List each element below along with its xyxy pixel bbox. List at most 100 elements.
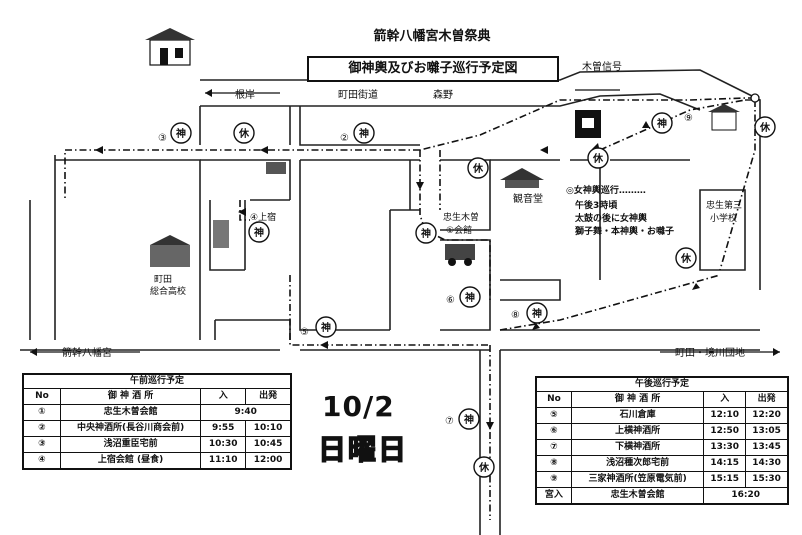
row-no: ① <box>24 405 61 420</box>
row-time: 9:40 <box>234 407 257 417</box>
row-in: 14:15 <box>704 456 747 471</box>
header-no: No <box>24 389 61 404</box>
row-place: 忠生木曽会館 <box>572 488 705 503</box>
stop-8-label: ⑧ <box>511 310 520 321</box>
row-out: 12:20 <box>752 410 781 420</box>
kannondo-icon <box>500 168 544 188</box>
row-in: 12:10 <box>704 408 747 423</box>
row-no: ⑦ <box>537 440 572 455</box>
row-no: ⑧ <box>537 456 572 471</box>
kami-marker-2: 神 <box>353 122 375 144</box>
row-no: 宮入 <box>537 488 572 503</box>
header-no: No <box>537 392 572 407</box>
morino-label: 森野 <box>433 88 453 101</box>
rest-marker-3: 休 <box>587 147 609 169</box>
svg-text:神: 神 <box>321 321 331 334</box>
afternoon-caption: 午後巡行予定 <box>537 378 787 392</box>
stop-2-label: ② <box>340 133 349 144</box>
row-out: 13:05 <box>752 426 781 436</box>
svg-text:休: 休 <box>472 162 484 175</box>
note-heading: ◎女神輿巡行……… <box>566 184 646 196</box>
row-place: 上横神酒所 <box>572 424 705 439</box>
row-out: 10:10 <box>253 423 283 433</box>
stop-6-label: ⑥ <box>446 295 455 306</box>
header-in: 入 <box>201 389 247 404</box>
morning-caption: 午前巡行予定 <box>24 375 290 389</box>
row-place: 下横神酒所 <box>572 440 705 455</box>
header-place: 御 神 酒 所 <box>572 392 705 407</box>
kami-marker-5: 神 <box>315 316 337 338</box>
uwajuku-label: ④上宿 <box>250 211 276 223</box>
svg-text:休: 休 <box>680 252 692 265</box>
yahata-label: 箭幹八幡宮 <box>62 346 112 359</box>
rest-marker-6: 休 <box>473 456 495 478</box>
svg-text:休: 休 <box>592 152 604 165</box>
row-out: 10:45 <box>253 439 283 449</box>
rest-marker-2: 休 <box>467 157 489 179</box>
date-weekday: 日曜日 <box>317 432 409 467</box>
stop-3-label: ③ <box>158 133 167 144</box>
row-out: 12:00 <box>253 455 283 465</box>
kiso-signal-label: 木曽信号 <box>582 60 622 73</box>
stop-9-label: ⑨ <box>684 113 693 124</box>
row-out: 13:45 <box>752 442 781 452</box>
svg-text:神: 神 <box>421 227 431 240</box>
rest-marker-4: 休 <box>754 116 776 138</box>
row-in: 11:10 <box>201 453 247 468</box>
festival-float-icon <box>445 244 475 266</box>
row-place: 忠生木曽会館 <box>61 405 202 420</box>
kami-marker-4: 神 <box>248 221 270 243</box>
kami-marker-7: 神 <box>458 408 480 430</box>
small-shrine-icon <box>266 162 286 174</box>
school-label-2: 小学校 <box>710 212 737 224</box>
svg-text:神: 神 <box>465 291 475 304</box>
stop-5-label: ⑤ <box>300 327 309 338</box>
title-line-1: 箭幹八幡宮木曽祭典 <box>373 29 491 44</box>
date-day: 10/2 <box>322 390 395 423</box>
title-line-2: 御神輿及びお囃子巡行予定図 <box>307 56 559 82</box>
kannondo-label: 観音堂 <box>513 192 543 205</box>
note-line-1: 午後3時頃 <box>575 199 618 211</box>
machida-kaido-label: 町田街道 <box>338 88 378 101</box>
svg-text:神: 神 <box>254 226 264 239</box>
kaikan-label-2: ①会館 <box>446 224 472 236</box>
highschool-label-1: 町田 <box>154 274 172 285</box>
kami-marker-kaikan: 神 <box>415 222 437 244</box>
kami-marker-3: 神 <box>170 122 192 144</box>
row-in: 10:30 <box>201 437 247 452</box>
row-time: 16:20 <box>731 490 760 500</box>
highschool-label-2: 総合高校 <box>150 285 186 297</box>
mikoshi-icon-top <box>575 110 601 138</box>
row-out: 15:30 <box>752 474 781 484</box>
row-place: 石川倉庫 <box>572 408 705 423</box>
row-in: 9:55 <box>201 421 247 436</box>
kami-marker-9: 神 <box>651 112 673 134</box>
rest-marker-1: 休 <box>233 122 255 144</box>
note-line-2: 太鼓の後に女神輿 <box>574 212 647 224</box>
row-no: ⑤ <box>537 408 572 423</box>
header-in: 入 <box>704 392 747 407</box>
kami-marker-6: 神 <box>459 286 481 308</box>
note-line-3: 獅子舞・本神輿・お囃子 <box>574 225 674 237</box>
row-place: 三家神酒所(笠原電気前) <box>572 472 705 487</box>
table-header-row: No 御 神 酒 所 入 出発 <box>537 392 787 408</box>
svg-text:休: 休 <box>759 121 771 134</box>
row-place: 浅沼種次郎宅前 <box>572 456 705 471</box>
svg-text:神: 神 <box>532 307 542 320</box>
row-in: 15:15 <box>704 472 747 487</box>
highschool-icon <box>150 235 190 267</box>
rest-marker-5: 休 <box>675 247 697 269</box>
header-out: 出発 <box>259 391 278 401</box>
header-place: 御 神 酒 所 <box>61 389 202 404</box>
